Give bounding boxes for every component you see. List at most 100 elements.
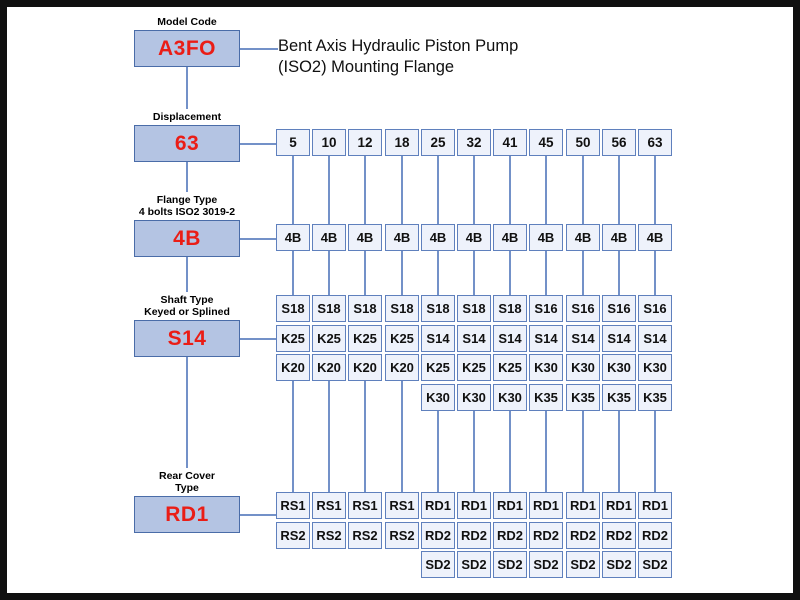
rear-cover-option[interactable]: SD2 — [566, 551, 600, 578]
shaft-option[interactable]: K20 — [385, 354, 419, 381]
shaft-option[interactable]: S16 — [529, 295, 563, 322]
rear-cover-option[interactable]: RS2 — [312, 522, 346, 549]
rear-cover-option[interactable]: SD2 — [529, 551, 563, 578]
shaft-option[interactable]: K35 — [602, 384, 636, 411]
shaft-option[interactable]: K25 — [276, 325, 310, 352]
rear-cover-option[interactable]: RD2 — [529, 522, 563, 549]
shaft-option[interactable]: S18 — [385, 295, 419, 322]
connector-vertical — [364, 156, 366, 224]
displacement-option[interactable]: 18 — [385, 129, 419, 156]
shaft-option[interactable]: K30 — [566, 354, 600, 381]
rear-cover-option[interactable]: RD2 — [421, 522, 455, 549]
flange-option[interactable]: 4B — [566, 224, 600, 251]
displacement-option[interactable]: 45 — [529, 129, 563, 156]
shaft-option[interactable]: K20 — [348, 354, 382, 381]
shaft-option[interactable]: S14 — [421, 325, 455, 352]
flange-option[interactable]: 4B — [385, 224, 419, 251]
stage-box-3[interactable]: S14 — [134, 320, 240, 357]
displacement-option[interactable]: 5 — [276, 129, 310, 156]
rear-cover-option[interactable]: RD1 — [638, 492, 672, 519]
rear-cover-option[interactable]: SD2 — [457, 551, 491, 578]
rear-cover-option[interactable]: RS1 — [276, 492, 310, 519]
displacement-option[interactable]: 12 — [348, 129, 382, 156]
flange-option[interactable]: 4B — [457, 224, 491, 251]
flange-option[interactable]: 4B — [276, 224, 310, 251]
shaft-option[interactable]: K35 — [566, 384, 600, 411]
flange-option[interactable]: 4B — [421, 224, 455, 251]
shaft-option[interactable]: S18 — [457, 295, 491, 322]
shaft-option[interactable]: S16 — [638, 295, 672, 322]
rear-cover-option[interactable]: RS2 — [348, 522, 382, 549]
rear-cover-option[interactable]: RD1 — [566, 492, 600, 519]
shaft-option[interactable]: S14 — [529, 325, 563, 352]
shaft-option[interactable]: K25 — [457, 354, 491, 381]
shaft-option[interactable]: K30 — [638, 354, 672, 381]
displacement-option[interactable]: 50 — [566, 129, 600, 156]
rear-cover-option[interactable]: RD1 — [421, 492, 455, 519]
rear-cover-option[interactable]: RS2 — [385, 522, 419, 549]
shaft-option[interactable]: K25 — [385, 325, 419, 352]
displacement-option[interactable]: 32 — [457, 129, 491, 156]
shaft-option[interactable]: K25 — [312, 325, 346, 352]
flange-option[interactable]: 4B — [638, 224, 672, 251]
rear-cover-option[interactable]: RD1 — [529, 492, 563, 519]
rear-cover-option[interactable]: RS1 — [312, 492, 346, 519]
shaft-option[interactable]: K30 — [493, 384, 527, 411]
shaft-option[interactable]: K25 — [348, 325, 382, 352]
displacement-option[interactable]: 63 — [638, 129, 672, 156]
rear-cover-option[interactable]: SD2 — [493, 551, 527, 578]
shaft-option[interactable]: K20 — [312, 354, 346, 381]
shaft-option[interactable]: S14 — [566, 325, 600, 352]
displacement-option[interactable]: 41 — [493, 129, 527, 156]
shaft-option[interactable]: S14 — [493, 325, 527, 352]
rear-cover-option[interactable]: RD2 — [602, 522, 636, 549]
rear-cover-option[interactable]: SD2 — [638, 551, 672, 578]
shaft-option[interactable]: S18 — [421, 295, 455, 322]
rear-cover-option[interactable]: SD2 — [421, 551, 455, 578]
shaft-option[interactable]: K25 — [493, 354, 527, 381]
shaft-option[interactable]: K35 — [638, 384, 672, 411]
stage-box-2[interactable]: 4B — [134, 220, 240, 257]
shaft-option[interactable]: S16 — [602, 295, 636, 322]
stage-box-0[interactable]: A3FO — [134, 30, 240, 67]
displacement-option[interactable]: 10 — [312, 129, 346, 156]
rear-cover-option[interactable]: RD1 — [457, 492, 491, 519]
rear-cover-option[interactable]: RD2 — [566, 522, 600, 549]
rear-cover-option[interactable]: RS1 — [348, 492, 382, 519]
shaft-option[interactable]: K25 — [421, 354, 455, 381]
shaft-option[interactable]: S18 — [493, 295, 527, 322]
shaft-option[interactable]: K30 — [602, 354, 636, 381]
shaft-option[interactable]: S18 — [348, 295, 382, 322]
rear-cover-option[interactable]: RD2 — [457, 522, 491, 549]
flange-option[interactable]: 4B — [529, 224, 563, 251]
flange-option[interactable]: 4B — [312, 224, 346, 251]
stage-box-4[interactable]: RD1 — [134, 496, 240, 533]
shaft-option[interactable]: K20 — [276, 354, 310, 381]
rear-cover-option[interactable]: SD2 — [602, 551, 636, 578]
connector-horizontal — [240, 513, 278, 516]
shaft-option[interactable]: K30 — [457, 384, 491, 411]
displacement-option[interactable]: 56 — [602, 129, 636, 156]
rear-cover-option[interactable]: RD1 — [493, 492, 527, 519]
flange-option[interactable]: 4B — [493, 224, 527, 251]
rear-cover-option[interactable]: RD2 — [493, 522, 527, 549]
connector-vertical — [509, 251, 511, 295]
displacement-option[interactable]: 25 — [421, 129, 455, 156]
shaft-option[interactable]: K35 — [529, 384, 563, 411]
shaft-option[interactable]: S18 — [312, 295, 346, 322]
shaft-option[interactable]: S16 — [566, 295, 600, 322]
stage-box-1[interactable]: 63 — [134, 125, 240, 162]
rear-cover-option[interactable]: RD1 — [602, 492, 636, 519]
shaft-option[interactable]: K30 — [421, 384, 455, 411]
rear-cover-option[interactable]: RS2 — [276, 522, 310, 549]
flange-option[interactable]: 4B — [348, 224, 382, 251]
shaft-option[interactable]: S14 — [602, 325, 636, 352]
rear-cover-option[interactable]: RS1 — [385, 492, 419, 519]
flange-option[interactable]: 4B — [602, 224, 636, 251]
shaft-option[interactable]: S14 — [638, 325, 672, 352]
shaft-option[interactable]: S18 — [276, 295, 310, 322]
shaft-option[interactable]: K30 — [529, 354, 563, 381]
rear-cover-option[interactable]: RD2 — [638, 522, 672, 549]
shaft-option[interactable]: S14 — [457, 325, 491, 352]
connector-horizontal — [240, 337, 278, 340]
